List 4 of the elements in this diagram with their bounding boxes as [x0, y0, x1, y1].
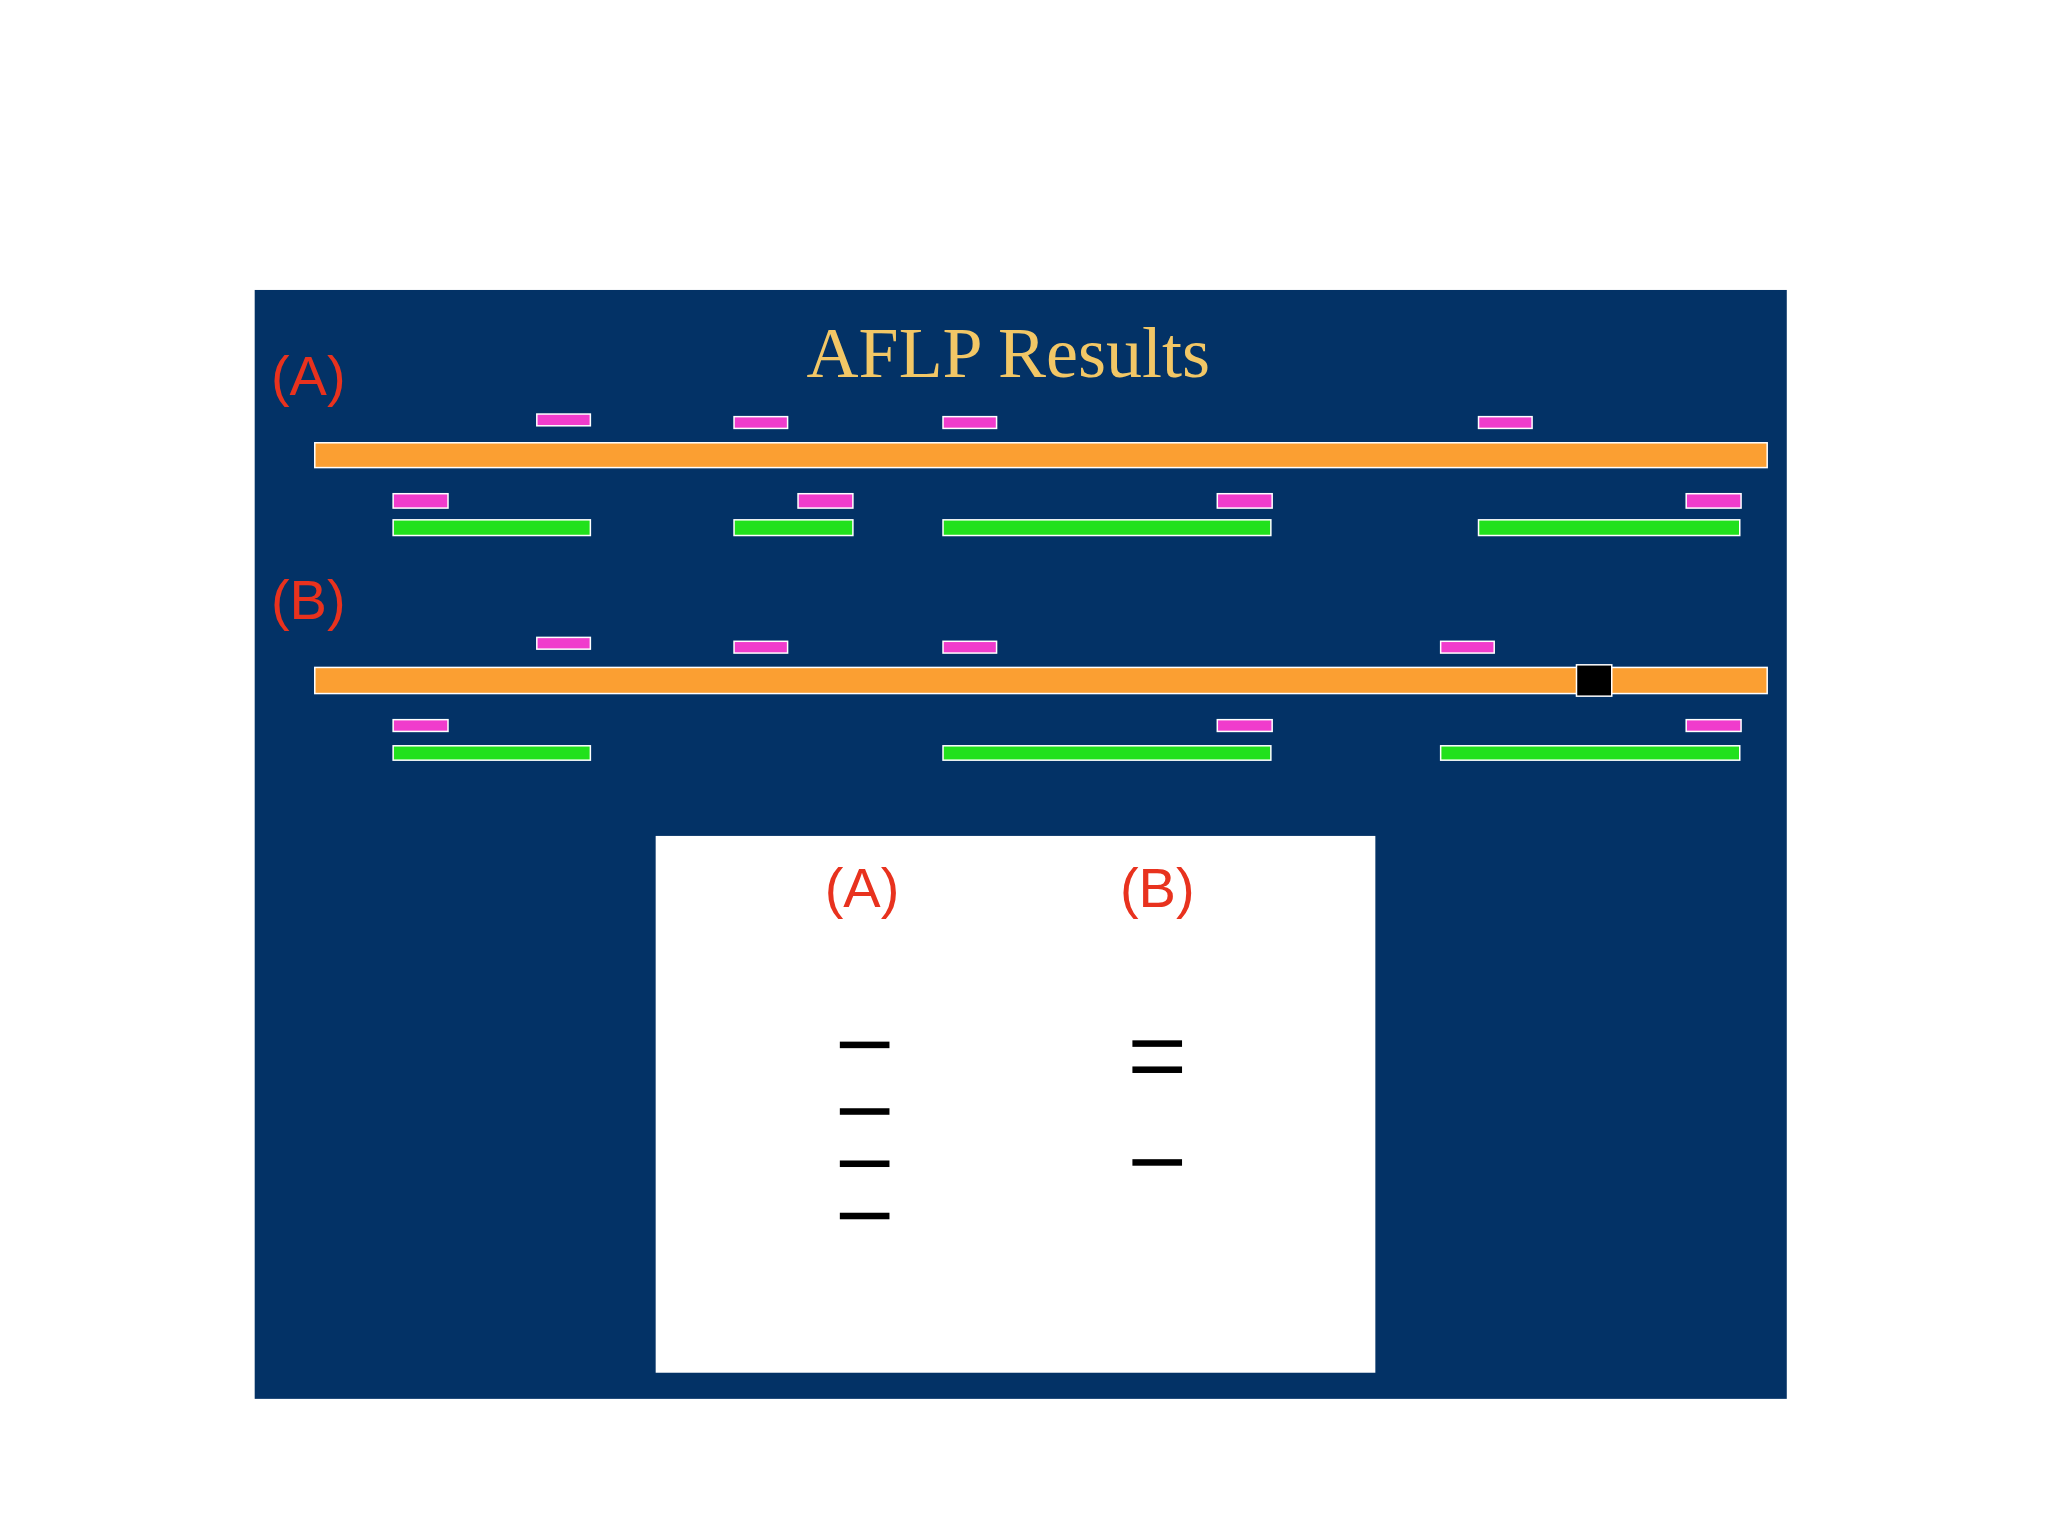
sample-label: (B): [1119, 860, 1195, 917]
sample-label: (A): [270, 348, 346, 405]
sample-label: (A): [824, 860, 900, 917]
slide-title: AFLP Results: [806, 316, 1210, 389]
